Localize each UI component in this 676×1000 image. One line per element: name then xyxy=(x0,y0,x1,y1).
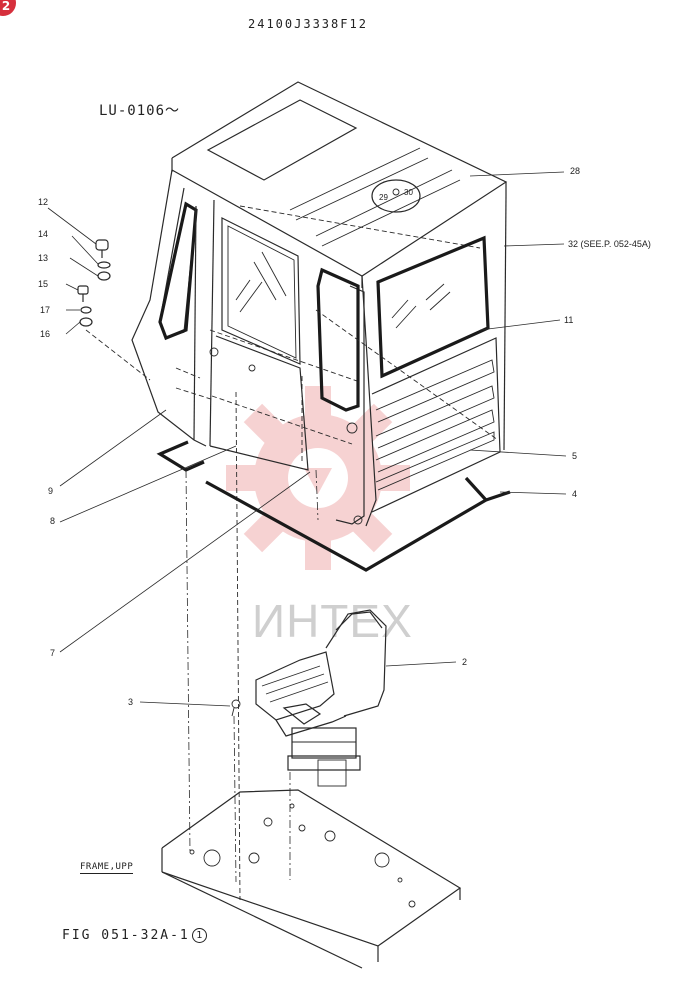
figure-caption-circle: 1 xyxy=(191,928,207,943)
callout-32: 32 (SEE.P. 052-45A) xyxy=(568,239,651,249)
callout-11: 11 xyxy=(564,315,574,325)
callout-leaders xyxy=(47,171,567,707)
callout-14: 14 xyxy=(38,229,49,239)
cab-body-left xyxy=(131,169,361,901)
callout-13: 13 xyxy=(38,253,49,263)
callout-17: 17 xyxy=(40,305,51,315)
callout-9: 9 xyxy=(48,486,54,496)
callout-30: 30 xyxy=(404,188,413,197)
callout-29: 29 xyxy=(379,193,388,202)
callout-16: 16 xyxy=(40,329,51,339)
operator-seat xyxy=(231,609,387,787)
serial-range-label: LU-0106～ xyxy=(99,103,181,119)
cab-body-right xyxy=(315,195,507,527)
callout-5: 5 xyxy=(572,451,578,461)
floor-seal-rubber xyxy=(156,440,511,572)
figure-caption-text: FIG 051-32A-1 xyxy=(62,928,190,943)
callout-2: 2 xyxy=(462,657,468,667)
frame-upper-label: FRAME,UPP xyxy=(80,862,134,874)
callout-7: 7 xyxy=(50,648,56,658)
document-number: 24100J3338F12 xyxy=(248,17,368,31)
callout-12: 12 xyxy=(38,197,49,207)
callout-8: 8 xyxy=(50,516,56,526)
corner-badge: 2 xyxy=(0,0,16,16)
callout-3: 3 xyxy=(128,697,134,707)
callout-4: 4 xyxy=(572,489,578,499)
callout-15: 15 xyxy=(38,279,49,289)
cab-roof xyxy=(171,81,508,288)
callout-28: 28 xyxy=(570,166,581,176)
upper-frame-plate xyxy=(161,789,462,969)
